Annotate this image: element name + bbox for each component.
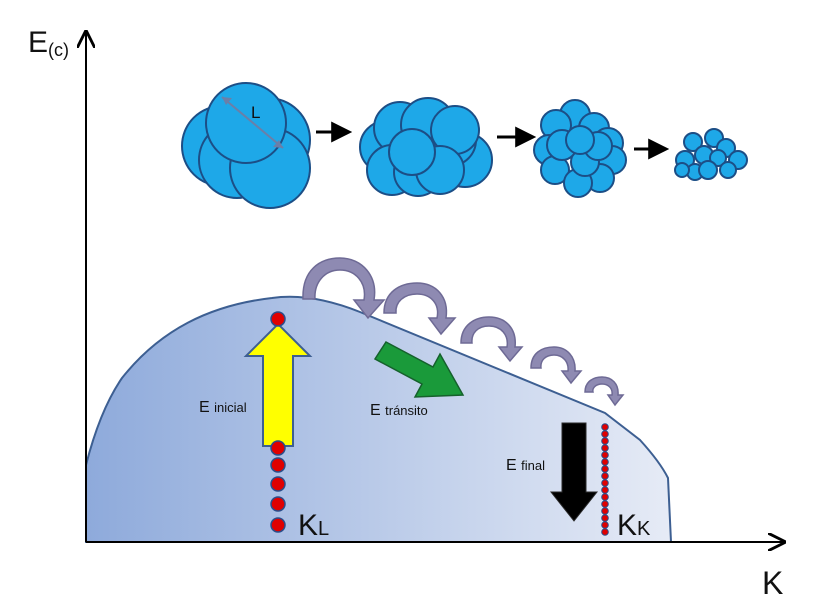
initial-energy-label: E inicial <box>199 399 247 416</box>
cluster-small <box>533 99 627 198</box>
cascade-arrow-1 <box>302 257 386 320</box>
initial-energy-arrow <box>243 322 313 447</box>
transit-energy-arrow <box>373 341 465 398</box>
kk-dots <box>601 423 609 536</box>
kl-dots <box>270 311 286 533</box>
size-label: L <box>251 103 260 122</box>
cascade-arrow-5 <box>584 376 625 407</box>
energy-hill-shape <box>85 295 673 543</box>
cluster-large <box>181 82 311 209</box>
transit-energy-label: E tránsito <box>370 402 428 419</box>
cascade-arrow-4 <box>530 346 583 385</box>
final-energy-arrow <box>549 422 599 522</box>
cascade-arrow-3 <box>460 316 524 363</box>
cluster-medium <box>359 97 493 197</box>
kl-label: KL <box>298 509 329 542</box>
y-axis-label: E(c) <box>28 26 69 60</box>
x-axis-label: K <box>762 565 783 601</box>
kk-label: KK <box>617 509 651 542</box>
size-indicator <box>221 96 284 149</box>
final-energy-label: E final <box>506 457 545 474</box>
cascade-arrows <box>302 257 625 407</box>
cluster-tiny <box>674 128 748 181</box>
cascade-arrow-2 <box>383 282 457 336</box>
